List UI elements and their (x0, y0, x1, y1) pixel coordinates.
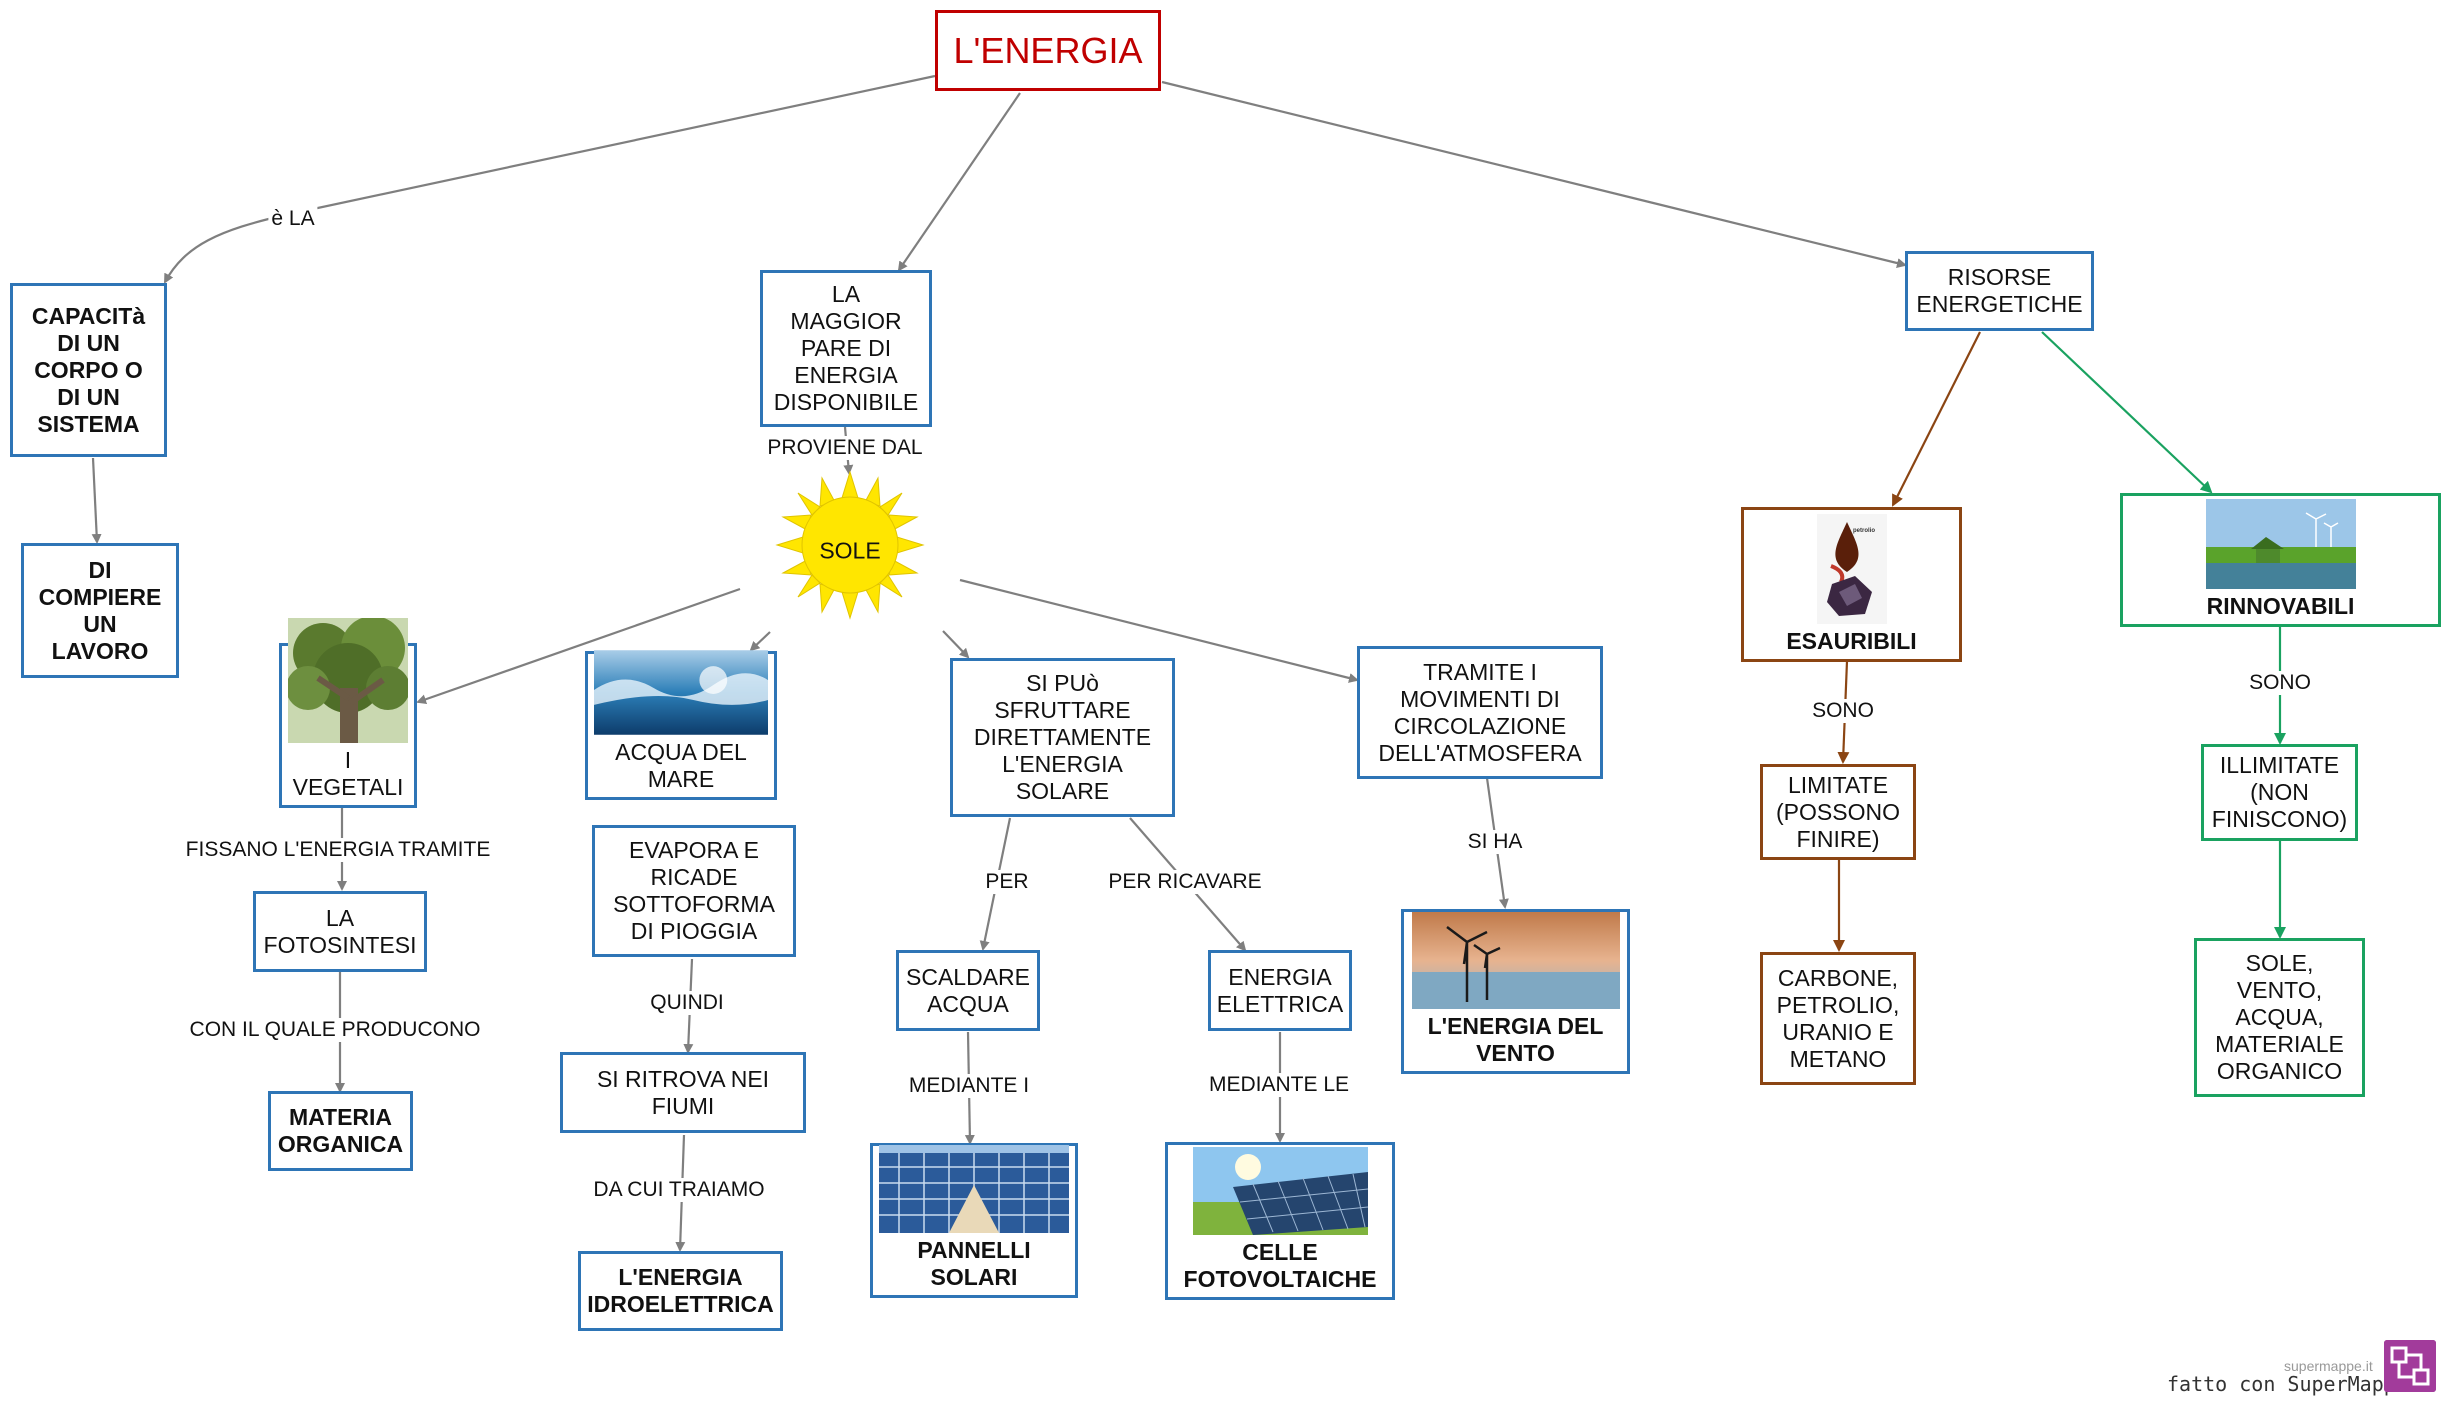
node-capacita[interactable]: CAPACITà DI UN CORPO O DI UN SISTEMA (10, 283, 167, 457)
node-carbone[interactable]: CARBONE, PETROLIO, URANIO E METANO (1760, 952, 1916, 1085)
node-scaldare-text: SCALDARE ACQUA (906, 963, 1030, 1017)
link-label-fissano: FISSANO L'ENERGIA TRAMITE (182, 838, 494, 862)
node-tramite[interactable]: TRAMITE I MOVIMENTI DI CIRCOLAZIONE DELL… (1357, 646, 1603, 779)
node-risorse[interactable]: RISORSE ENERGETICHE (1905, 251, 2094, 331)
node-illimitate[interactable]: ILLIMITATE (NON FINISCONO) (2201, 744, 2358, 841)
node-fiumi-text: SI RITROVA NEI FIUMI (596, 1065, 770, 1119)
node-pannelli[interactable]: PANNELLI SOLARI (870, 1143, 1078, 1298)
node-risorse-text: RISORSE ENERGETICHE (1916, 264, 2083, 317)
node-sole-vento-text: SOLE, VENTO, ACQUA, MATERIALE ORGANICO (2215, 950, 2344, 1084)
node-celle-text: CELLE FOTOVOLTAICHE (1183, 1239, 1377, 1292)
link-label-mediante-i: MEDIANTE I (905, 1074, 1033, 1098)
node-fotosintesi[interactable]: LA FOTOSINTESI (253, 891, 427, 972)
node-rinnovabili-text: RINNOVABILI (2206, 593, 2355, 619)
node-sole-vento[interactable]: SOLE, VENTO, ACQUA, MATERIALE ORGANICO (2194, 938, 2365, 1097)
link-label-e-la: è LA (268, 207, 318, 231)
link-label-da-cui: DA CUI TRAIAMO (590, 1178, 768, 1202)
link-label-mediante-le: MEDIANTE LE (1205, 1073, 1353, 1097)
root-node[interactable]: L'ENERGIA (935, 10, 1161, 91)
oil-coal-image: petrolio (1816, 514, 1887, 624)
svg-text:petrolio: petrolio (1853, 528, 1875, 534)
tree-image (288, 618, 408, 743)
link-label-quindi: QUINDI (647, 991, 727, 1015)
solar-field-image (879, 1145, 1069, 1233)
node-illimitate-text: ILLIMITATE (NON FINISCONO) (2211, 752, 2348, 832)
link-label-proviene: PROVIENE DAL (764, 436, 926, 460)
node-evapora[interactable]: EVAPORA E RICADE SOTTOFORMA DI PIOGGIA (592, 825, 796, 957)
node-esauribili-text: ESAURIBILI (1786, 628, 1917, 654)
node-acqua-mare-text: ACQUA DEL MARE (615, 739, 747, 792)
node-carbone-text: CARBONE, PETROLIO, URANIO E METANO (1776, 964, 1900, 1072)
wind-turbine-image (1411, 912, 1620, 1009)
node-limitate-text: LIMITATE (POSSONO FINIRE) (1776, 771, 1900, 852)
node-materia-text: MATERIA ORGANICA (277, 1104, 404, 1157)
brand-url: supermappe.it (2284, 1358, 2373, 1374)
node-compiere-text: DI COMPIERE UN LAVORO (38, 556, 162, 664)
node-compiere[interactable]: DI COMPIERE UN LAVORO (21, 543, 179, 678)
root-title: L'ENERGIA (953, 29, 1143, 71)
node-sfruttare-text: SI PUò SFRUTTARE DIRETTAMENTE L'ENERGIA … (973, 670, 1152, 804)
node-vegetali[interactable]: I VEGETALI (279, 618, 417, 808)
node-vegetali-text: I VEGETALI (292, 747, 404, 800)
node-acqua-mare[interactable]: ACQUA DEL MARE (585, 650, 777, 800)
supermappe-logo-icon (2384, 1340, 2436, 1392)
node-maggior[interactable]: LA MAGGIOR PARE DI ENERGIA DISPONIBILE (760, 270, 932, 427)
brand-text: fatto con SuperMappe (2167, 1372, 2408, 1396)
node-rinnovabili[interactable]: RINNOVABILI (2120, 493, 2441, 627)
node-esauribili[interactable]: petrolio ESAURIBILI (1741, 507, 1962, 662)
node-capacita-text: CAPACITà DI UN CORPO O DI UN SISTEMA (31, 302, 146, 437)
node-fiumi[interactable]: SI RITROVA NEI FIUMI (560, 1052, 806, 1133)
link-label-sono-1: SONO (1809, 699, 1877, 723)
link-label-con-il-quale: CON IL QUALE PRODUCONO (186, 1018, 484, 1042)
node-evapora-text: EVAPORA E RICADE SOTTOFORMA DI PIOGGIA (613, 837, 775, 944)
solar-cell-image (1192, 1147, 1368, 1235)
link-label-sono-2: SONO (2246, 671, 2314, 695)
node-vento[interactable]: L'ENERGIA DEL VENTO (1401, 909, 1630, 1074)
node-elettrica[interactable]: ENERGIA ELETTRICA (1208, 950, 1352, 1031)
node-celle[interactable]: CELLE FOTOVOLTAICHE (1165, 1142, 1395, 1300)
node-maggior-text: LA MAGGIOR PARE DI ENERGIA DISPONIBILE (773, 281, 919, 415)
node-limitate[interactable]: LIMITATE (POSSONO FINIRE) (1760, 764, 1916, 860)
node-scaldare[interactable]: SCALDARE ACQUA (896, 950, 1040, 1031)
link-label-per: PER (982, 870, 1032, 894)
node-idroelettrica[interactable]: L'ENERGIA IDROELETTRICA (578, 1251, 783, 1331)
link-label-per-ricavare: PER RICAVARE (1105, 870, 1265, 894)
green-house-image (2205, 499, 2356, 589)
node-idroelettrica-text: L'ENERGIA IDROELETTRICA (587, 1264, 774, 1317)
sun-icon (775, 470, 925, 620)
link-label-si-ha: SI HA (1464, 830, 1526, 854)
node-pannelli-text: PANNELLI SOLARI (917, 1237, 1031, 1290)
node-elettrica-text: ENERGIA ELETTRICA (1216, 963, 1344, 1017)
node-fotosintesi-text: LA FOTOSINTESI (263, 904, 417, 958)
node-vento-text: L'ENERGIA DEL VENTO (1427, 1013, 1604, 1066)
wave-image (594, 650, 768, 735)
node-materia[interactable]: MATERIA ORGANICA (268, 1091, 413, 1171)
node-tramite-text: TRAMITE I MOVIMENTI DI CIRCOLAZIONE DELL… (1378, 658, 1582, 766)
sun-label: SOLE (819, 537, 881, 564)
node-sfruttare[interactable]: SI PUò SFRUTTARE DIRETTAMENTE L'ENERGIA … (950, 658, 1175, 817)
